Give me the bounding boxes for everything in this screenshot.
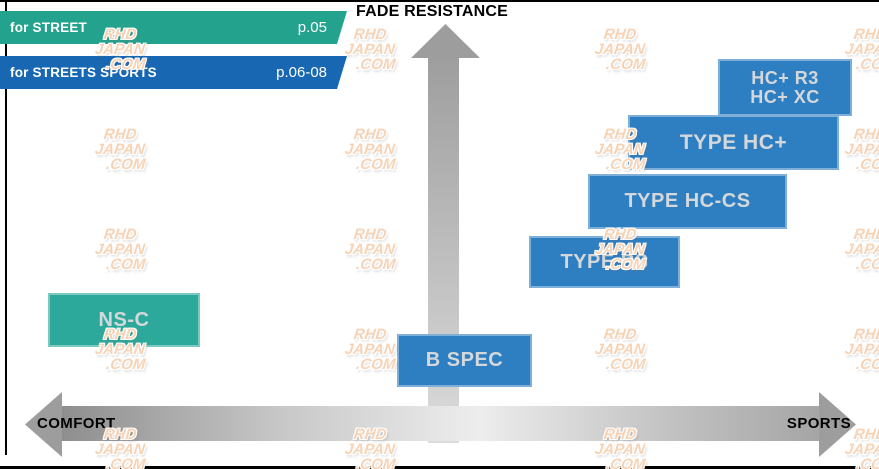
product-box-type-hcplus: TYPE HC+	[628, 115, 839, 170]
y-axis-title: FADE RESISTANCE	[356, 3, 509, 20]
x-axis-left-label: COMFORT	[37, 415, 116, 432]
comfort-sports-axis-shaft	[58, 406, 822, 441]
bottom-border-line	[0, 466, 879, 469]
top-border-line	[0, 0, 879, 2]
product-box-ns-c: NS-C	[48, 293, 200, 347]
arrow-up-icon	[411, 24, 480, 58]
banner-for-streets-sports: for STREETS SPORTS p.06-08	[0, 56, 347, 89]
product-box-type-hc-cs: TYPE HC-CS	[588, 174, 787, 229]
product-box-b-spec: B SPEC	[397, 334, 532, 387]
banner-for-streets-sports-label: for STREETS SPORTS	[10, 65, 157, 80]
product-label: TYPE PS	[560, 250, 649, 273]
product-label: TYPE HC+	[679, 130, 788, 154]
x-axis-right-label: SPORTS	[786, 415, 851, 432]
product-label: NS-C	[98, 308, 150, 331]
product-label-line2: HC+ XC	[750, 86, 820, 107]
product-box-hcplus-r3-xc: HC+ R3 HC+ XC	[718, 59, 852, 116]
banner-for-street-page-ref: p.05	[297, 19, 327, 36]
banner-for-street-label: for STREET	[10, 20, 88, 35]
product-label: TYPE HC-CS	[624, 190, 751, 212]
banner-for-street: for STREET p.05	[0, 11, 347, 44]
left-border-line	[5, 0, 7, 455]
product-label: B SPEC	[425, 349, 504, 371]
product-box-type-ps: TYPE PS	[529, 236, 680, 288]
product-label: HC+ R3	[751, 67, 819, 88]
banner-for-streets-sports-page-ref: p.06-08	[276, 64, 327, 81]
